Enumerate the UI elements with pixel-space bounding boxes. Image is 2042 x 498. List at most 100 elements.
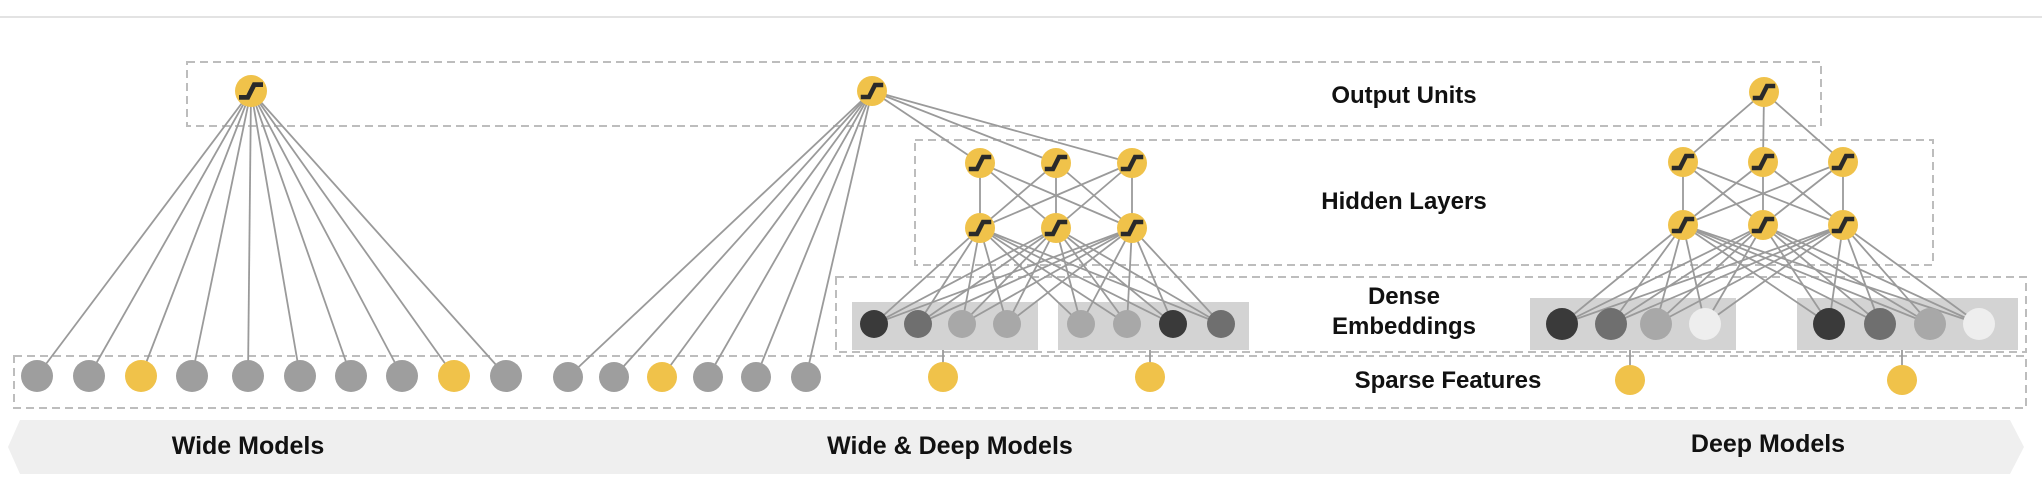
edge-line [979,227,1128,325]
feature-circle-icon [73,360,105,392]
edge-line [755,90,873,378]
embedding-unit [904,310,932,338]
feature-circle-icon [741,362,771,392]
edge-line [1682,161,1764,226]
edge-line [1682,224,1980,325]
edge-line [1131,227,1222,325]
edge-line [871,90,1057,164]
edge-line [1762,224,1830,325]
network-nodes [21,75,1995,395]
edge-line [1080,227,1133,325]
wide-deep-models-label: Wide & Deep Models [827,432,1073,460]
edge-line [1842,224,1980,325]
edge-line [140,90,252,377]
dense-embeddings-box [835,276,2027,353]
sparse-features-label: Sparse Features [1355,367,1542,394]
edge-line [871,90,981,164]
sigmoid-unit-icon [1117,213,1147,243]
edge-line [191,90,252,377]
sigmoid-unit-icon [1828,210,1858,240]
edge-line [1655,224,1764,325]
edge-line [1006,227,1057,325]
edge-line [979,227,1174,325]
feature-circle-icon [125,360,157,392]
edge-line [873,227,1133,325]
edge-line [1682,224,1706,325]
dense-embeddings-label-line1: Dense [1368,283,1440,310]
edge-line [1762,224,1881,325]
embedding-unit [1813,308,1845,340]
feature-circle-icon [791,362,821,392]
edge-line [247,90,252,377]
edge-line [1682,161,1844,226]
edge-line [613,90,873,378]
sparse-feature-unit [1135,362,1165,392]
edge-line [1762,224,1980,325]
edge-line [917,227,981,325]
edge-line [1126,227,1133,325]
edge-line [250,90,507,377]
edge-line [250,90,352,377]
edge-line [805,90,873,378]
embedding-unit [948,310,976,338]
edge-line [1561,224,1844,325]
edge-line [1763,91,1844,163]
edge-line [88,90,252,377]
feature-circle-icon [232,360,264,392]
feature-circle-icon [693,362,723,392]
sigmoid-unit-icon [1748,210,1778,240]
output-units-box [186,61,1822,127]
embedding-unit [1546,308,1578,340]
embedding-unit [1207,310,1235,338]
edge-line [1704,224,1844,325]
edge-line [1682,224,1881,325]
edge-line [979,227,1222,325]
deep-models-label: Deep Models [1691,430,1845,458]
edge-line [250,90,455,377]
hidden-layers-label: Hidden Layers [1321,188,1486,215]
sigmoid-unit-icon [235,75,267,107]
embedding-unit [1864,308,1896,340]
edge-line [1055,162,1133,229]
embedding-unit [860,310,888,338]
edge-line [707,90,873,378]
feature-circle-icon [647,362,677,392]
edge-line [1655,224,1844,325]
feature-circle-icon [438,360,470,392]
edge-line [1682,224,1830,325]
edge-line [567,90,873,378]
sparse-feature-unit [928,362,958,392]
feature-circle-icon [176,360,208,392]
sparse-feature-unit [1887,365,1917,395]
edge-line [1682,91,1765,163]
embedding-unit [1067,310,1095,338]
wide-models-label: Wide Models [172,432,325,460]
edge-line [1561,224,1684,325]
embedding-unit [1113,310,1141,338]
feature-circle-icon [599,362,629,392]
sigmoid-unit-icon [1117,148,1147,178]
edge-line [979,162,1133,229]
edge-line [1055,227,1128,325]
edge-line [1006,227,1133,325]
sigmoid-unit-icon [1668,147,1698,177]
edge-line [1610,224,1844,325]
edge-line [873,227,981,325]
edge-line [1842,224,1881,325]
embedding-unit [1914,308,1946,340]
sigmoid-unit-icon [1041,213,1071,243]
embedding-unit [993,310,1021,338]
edge-line [250,90,403,377]
feature-circle-icon [386,360,418,392]
embedding-unit [1159,310,1187,338]
edge-line [1610,224,1764,325]
edge-line [1655,224,1684,325]
edge-line [961,227,981,325]
sparse-features-box [13,355,2027,409]
feature-circle-icon [21,360,53,392]
dense-embeddings-label-line2: Embeddings [1332,313,1476,340]
feature-circle-icon [553,362,583,392]
sigmoid-unit-icon [965,148,995,178]
edge-line [1055,227,1222,325]
